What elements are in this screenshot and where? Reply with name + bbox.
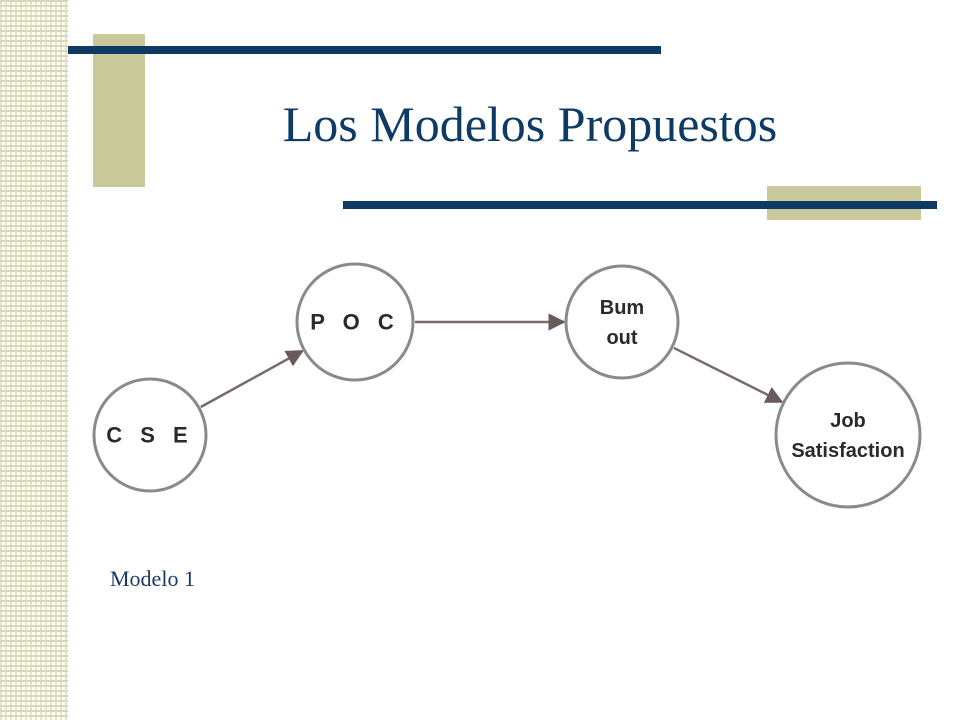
node-poc-circle [295, 262, 415, 382]
page-title: Los Modelos Propuestos [282, 96, 778, 152]
node-job-circle [774, 361, 922, 509]
decorative-khaki-bar [93, 34, 145, 187]
left-stripe-pattern [0, 0, 68, 720]
node-burnout-circle [564, 264, 680, 380]
node-burnout-label: out [606, 327, 637, 349]
decorative-bottom-line [343, 201, 937, 209]
node-cse-label: C S E [106, 423, 193, 448]
node-cse: C S E [92, 377, 208, 493]
node-burnout: Bum out [564, 264, 680, 380]
node-poc: P O C [295, 262, 415, 382]
node-poc-label: P O C [310, 310, 400, 335]
edge-burnout-to-job [673, 346, 784, 404]
node-job-label: Satisfaction [791, 440, 904, 462]
decorative-top-line [68, 46, 661, 54]
diagram-edges [200, 313, 784, 409]
node-burnout-label: Bum [600, 297, 644, 319]
edge-cse-to-poc [200, 349, 304, 409]
node-cse-circle [92, 377, 208, 493]
node-job-label: Job [830, 410, 866, 432]
diagram-caption: Modelo 1 [110, 566, 195, 591]
